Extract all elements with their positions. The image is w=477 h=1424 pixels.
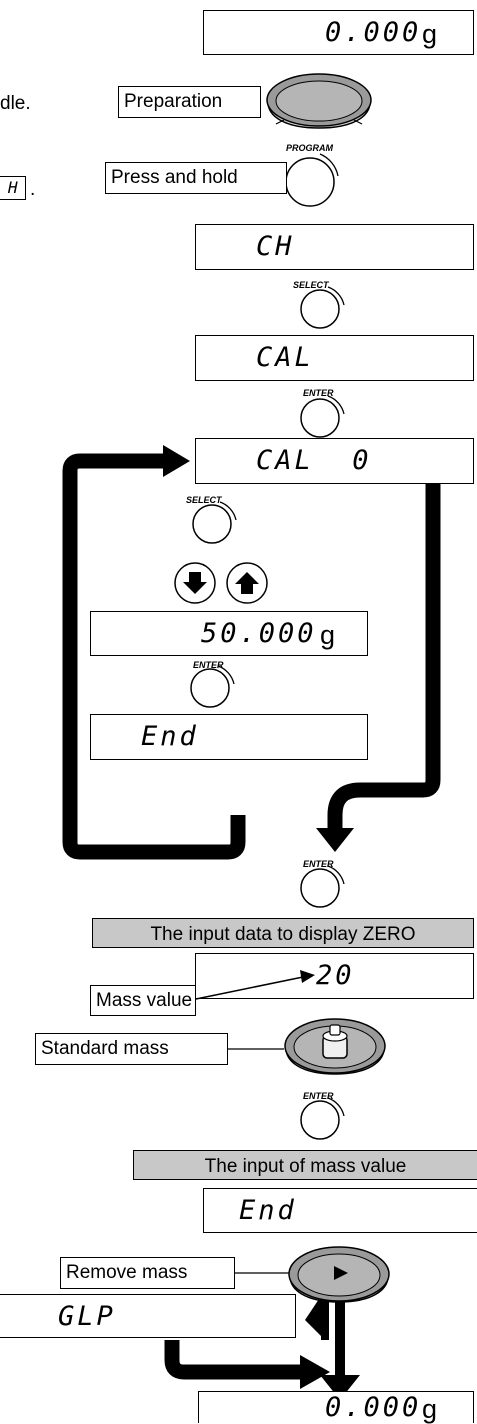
display-cal-text: CAL bbox=[256, 342, 314, 373]
display-zero-bottom-value: 0.000 bbox=[325, 1392, 422, 1423]
enter-key-label-3: ENTER bbox=[303, 859, 334, 869]
select-key-label-2: SELECT bbox=[186, 495, 222, 505]
label-standard-mass: Standard mass bbox=[35, 1033, 228, 1065]
cropped-display-h-text: H bbox=[8, 178, 18, 197]
weighing-pan-icon bbox=[266, 73, 372, 129]
display-end-1-text: End bbox=[141, 721, 199, 752]
display-zero-top: 0.000 g bbox=[203, 10, 474, 55]
arrow-down-key-icon[interactable] bbox=[172, 560, 218, 606]
cropped-text-dle: dle. bbox=[0, 93, 31, 114]
display-mass: 50.000 g bbox=[90, 611, 368, 656]
enter-key-icon-2[interactable] bbox=[190, 664, 250, 714]
banner-input-mass: The input of mass value bbox=[133, 1150, 477, 1180]
display-cal-zero-text: CAL 0 bbox=[256, 445, 372, 476]
display-mass-unit: g bbox=[320, 620, 336, 650]
display-ch: CH bbox=[195, 224, 474, 270]
enter-key-icon-4[interactable] bbox=[300, 1096, 360, 1146]
standard-mass-pan-icon bbox=[284, 1018, 386, 1075]
display-cal-zero: CAL 0 bbox=[195, 438, 474, 484]
label-remove-mass: Remove mass bbox=[60, 1257, 235, 1289]
display-glp: GLP bbox=[0, 1294, 296, 1338]
display-mass-value: 50.000 bbox=[201, 618, 317, 649]
enter-key-icon-1[interactable] bbox=[300, 394, 360, 444]
enter-key-label-4: ENTER bbox=[303, 1091, 334, 1101]
select-key-icon-1[interactable] bbox=[300, 285, 360, 335]
display-cal: CAL bbox=[195, 335, 474, 381]
enter-key-icon-3[interactable] bbox=[300, 864, 360, 914]
program-key-label: PROGRAM bbox=[286, 143, 333, 153]
display-zero-bottom-unit: g bbox=[422, 1394, 438, 1424]
banner-input-zero: The input data to display ZERO bbox=[92, 918, 474, 948]
cropped-period: . bbox=[30, 179, 36, 200]
display-end-2-text: End bbox=[239, 1195, 297, 1226]
empty-pan-icon bbox=[288, 1246, 390, 1303]
select-key-label-1: SELECT bbox=[293, 280, 329, 290]
select-key-icon-2[interactable] bbox=[192, 500, 252, 550]
enter-key-label-1: ENTER bbox=[303, 388, 334, 398]
cropped-display-h: H bbox=[0, 176, 26, 200]
label-mass-value: Mass value bbox=[90, 985, 196, 1016]
display-arrow-20-text: 20 bbox=[316, 960, 355, 991]
display-zero-top-value: 0.000 bbox=[325, 17, 422, 48]
arrow-up-key-icon[interactable] bbox=[224, 560, 270, 606]
display-zero-bottom: 0.000 g bbox=[198, 1391, 474, 1423]
label-press-and-hold: Press and hold bbox=[105, 162, 287, 194]
display-end-1: End bbox=[90, 714, 368, 760]
display-glp-text: GLP bbox=[58, 1301, 116, 1332]
display-ch-text: CH bbox=[256, 231, 295, 262]
display-arrow-20: 20 bbox=[195, 953, 474, 999]
enter-key-label-2: ENTER bbox=[193, 660, 224, 670]
label-preparation: Preparation bbox=[118, 86, 261, 118]
display-zero-top-unit: g bbox=[422, 19, 438, 49]
display-end-2: End bbox=[203, 1188, 477, 1233]
